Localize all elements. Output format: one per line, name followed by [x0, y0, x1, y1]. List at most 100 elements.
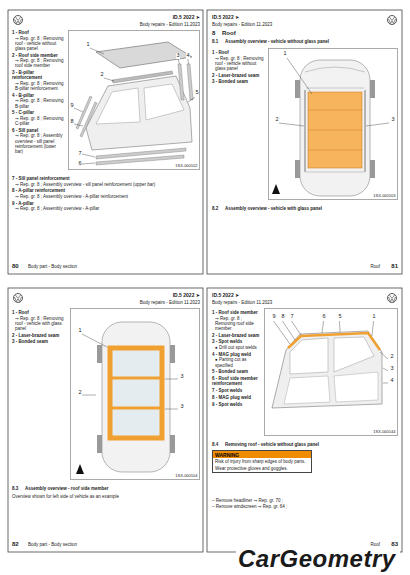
warning-heading: WARNING — [213, 451, 311, 458]
callout-number: 3 — [391, 117, 395, 123]
figure-number: 1SX-000102 — [175, 164, 197, 168]
item-title: 3 - Bonded seam — [12, 339, 64, 344]
leader-line — [383, 383, 388, 384]
item-title: 3 - Bonded seam — [212, 79, 264, 84]
body-illustration — [112, 71, 173, 83]
callout-number: 1 — [283, 51, 287, 57]
callout-number: 3 — [180, 404, 184, 410]
item-title: 2 - Roof side member — [12, 53, 64, 58]
body-text: ⇒ Rep. gr. 8 ; Removing roof - vehicle w… — [15, 36, 64, 52]
leader-line — [366, 123, 389, 126]
heading: Roof — [222, 30, 282, 37]
warning-box: WARNINGRisk of injury from sharp edges o… — [212, 450, 312, 473]
figure-number: 1SX-000144 — [373, 430, 395, 434]
leader-line — [165, 379, 178, 380]
car-top-view — [272, 184, 280, 194]
item-title: 2 - Laser-brazed seam — [12, 333, 64, 338]
body-text: Overview shown for left side of vehicle … — [12, 494, 197, 499]
item-title: 9 - A-pillar — [12, 201, 197, 206]
leader-line — [283, 321, 296, 340]
callout-number: 2 — [78, 390, 82, 396]
callout-number: 5 — [338, 314, 342, 320]
figure-frame: 1SX-000102 — [68, 30, 200, 170]
body-illustration — [86, 76, 192, 150]
car-top-view — [97, 435, 102, 453]
page-number: 81 — [382, 263, 398, 270]
body-side-view — [290, 337, 374, 374]
item-title: 8.3 — [12, 486, 24, 491]
item-title: 6 - Roof side member reinforcement — [212, 376, 260, 386]
body-text: Body repairs - Edition 11.2023 — [212, 300, 302, 305]
heading: ID.5 2022 ➤ — [212, 15, 292, 21]
car-top-view — [308, 110, 362, 150]
item-title: 8.1 — [212, 39, 224, 44]
body-text: ⇒ Rep. gr. 8 ; Assembly overview - A-pil… — [15, 206, 197, 211]
body-illustration — [96, 155, 184, 165]
item-title: 2 - Laser-brazed seam — [212, 333, 260, 338]
body-illustration — [187, 64, 193, 100]
car-top-view — [370, 80, 375, 98]
item-title: 6 - Sill panel — [12, 128, 64, 133]
leader-line — [372, 321, 374, 336]
callout-number: 4 — [186, 53, 190, 59]
item-title: 8.4 — [212, 442, 224, 447]
leader-line — [279, 58, 389, 126]
callout-number: 3 — [390, 366, 394, 372]
callout-number: 8 — [70, 119, 74, 125]
leader-line — [74, 124, 83, 126]
leader-line — [292, 321, 302, 335]
callout-number: 3 — [180, 374, 184, 380]
body-illustration — [96, 42, 192, 68]
page-frame — [207, 288, 402, 552]
callout-number: 1 — [78, 328, 82, 334]
leader-line — [178, 59, 180, 64]
leader-line — [339, 321, 341, 332]
body-text: Body part - Body section — [28, 542, 128, 547]
item-title: 2 - Laser-brazed seam — [212, 73, 264, 78]
callout-number: 4 — [390, 378, 394, 384]
leader-line — [82, 154, 95, 157]
callout-number: 6 — [78, 161, 82, 167]
leader-line — [74, 48, 195, 164]
callout-number: 1 — [86, 42, 90, 48]
item-title: 9 - Spot welds — [212, 402, 260, 407]
heading: ID.5 2022 ➤ — [130, 293, 200, 299]
item-title: 1 - Roof — [212, 50, 264, 55]
body-side-view — [272, 331, 382, 408]
car-top-view — [305, 67, 365, 172]
car-top-view — [370, 160, 375, 178]
car-top-view — [272, 60, 375, 196]
item-title: Assembly overview - roof side member — [25, 486, 195, 491]
car-top-view — [308, 92, 362, 168]
callout-number: 9 — [272, 314, 276, 320]
page-frame — [8, 10, 203, 274]
body-text: Body repairs - Edition 11.2023 — [212, 22, 302, 27]
heading: ID.5 2022 ➤ — [130, 15, 200, 21]
vw-logo — [388, 16, 397, 25]
body-text: ⇒ Rep. gr. 8 ; Assembly overview - A-pil… — [15, 194, 197, 199]
body-text: Body part - Body section — [28, 264, 128, 269]
body-illustration — [76, 96, 92, 129]
leader-line — [90, 48, 104, 54]
leader-line — [188, 59, 190, 64]
body-text: ⇒ Rep. gr. 8 ; Assembly overview - sill … — [15, 133, 64, 154]
leader-line — [274, 321, 389, 383]
callout-number: 2 — [275, 117, 279, 123]
leader-line — [274, 321, 291, 344]
leader-line — [380, 352, 388, 359]
item-title: 5 - C-pillar — [12, 110, 64, 115]
body-text: – Remove windscreen ⇒ Rep. gr. 64 ; — [212, 504, 397, 509]
item-title: 3 - B-pillar reinforcement — [12, 70, 64, 80]
figure-frame: 1SX-000103 — [268, 48, 398, 200]
callout-number: 9 — [70, 103, 74, 109]
callout-number: 7 — [290, 314, 294, 320]
body-text: ⇒ Rep. gr. 8 ; Removing roof - vehicle w… — [215, 56, 264, 72]
body-text: Body repairs - Edition 11.2023 — [110, 22, 200, 27]
item-title: 8 - A-pillar reinforcement — [12, 188, 197, 193]
watermark: CarGeometry — [236, 547, 400, 571]
leader-line — [287, 58, 312, 94]
warning-text: Wear protective gloves and goggles. — [213, 465, 311, 472]
leader-line — [188, 97, 195, 102]
body-side-view — [284, 372, 378, 404]
leader-line — [165, 409, 178, 410]
